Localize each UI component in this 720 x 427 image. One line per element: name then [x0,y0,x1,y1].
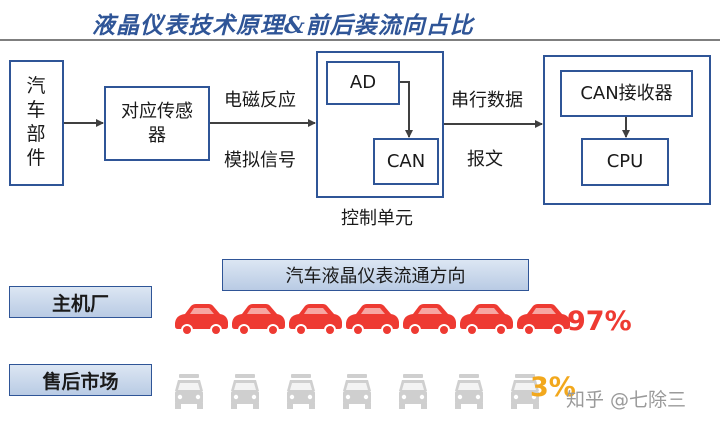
car-side-icon [403,304,456,336]
em-reaction-label: 电磁反应 [224,90,296,111]
can-box: CAN [373,138,439,185]
sensor-label: 对应传感器 [121,101,193,146]
arrow-ad-to-can [400,81,413,138]
title-divider [0,39,720,41]
car-front-icon [175,374,203,409]
oem-car-row [175,304,570,336]
car-side-icon [175,304,228,336]
car-side-icon [289,304,342,336]
car-front-icon [399,374,427,409]
oem-percent: 97% [567,306,632,337]
oem-label: 主机厂 [51,292,109,315]
car-parts-box [9,60,64,186]
aftermarket-car-row [175,374,539,409]
ad-box: AD [326,61,400,105]
car-front-icon [455,374,483,409]
aftermarket-label: 售后市场 [42,370,119,393]
car-side-icon [346,304,399,336]
watermark: 知乎 @七除三 [566,389,687,411]
sensor-box: 对应传感器 [104,86,210,161]
control-unit-label: 控制单元 [341,208,413,229]
flow-direction-title: 汽车液晶仪表流通方向 [222,259,529,291]
ad-label: AD [349,72,377,94]
analog-signal-label: 模拟信号 [224,150,296,171]
page-title: 液晶仪表技术原理&前后装流向占比 [92,12,474,39]
flow-direction-title-text: 汽车液晶仪表流通方向 [285,266,466,287]
car-side-icon [460,304,513,336]
car-front-icon [343,374,371,409]
car-front-icon [287,374,315,409]
can-label: CAN [386,150,426,172]
aftermarket-label-box: 售后市场 [9,364,152,396]
cpu-label: CPU [606,151,644,173]
serial-data-label: 串行数据 [451,90,523,111]
message-label: 报文 [467,149,503,170]
oem-label-box: 主机厂 [9,286,152,318]
car-side-icon [232,304,285,336]
aftermarket-percent: 3% [530,372,576,403]
can-receiver-label: CAN接收器 [580,82,673,104]
car-parts-label: 汽车部件 [26,75,46,169]
car-side-icon [517,304,570,336]
cpu-box: CPU [581,138,669,186]
car-front-icon [231,374,259,409]
can-receiver-box: CAN接收器 [560,70,693,117]
